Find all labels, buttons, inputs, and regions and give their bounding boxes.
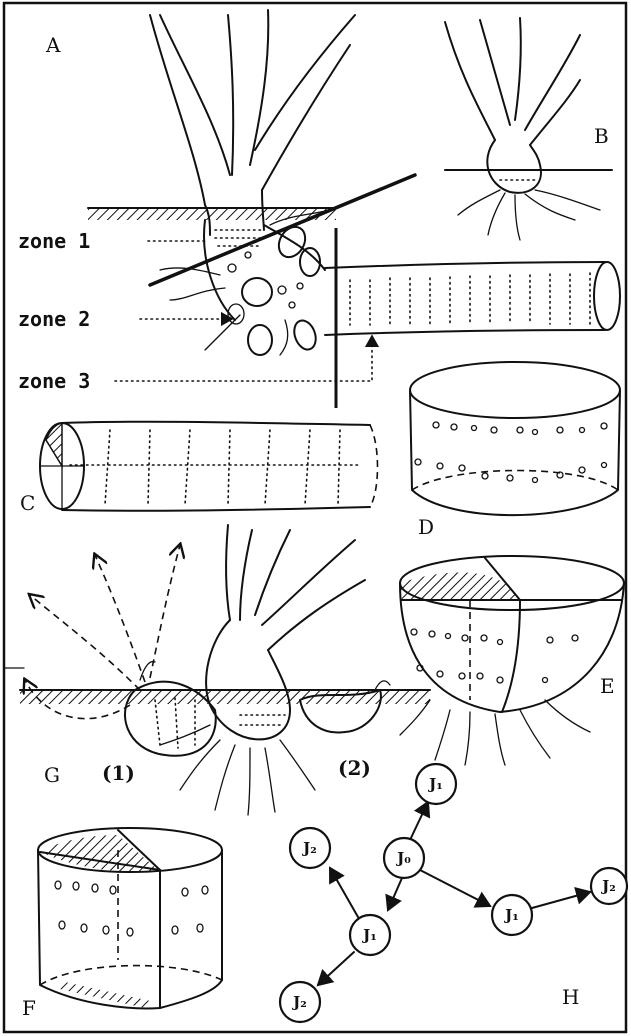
panel-d-disk <box>410 362 620 515</box>
panel-label-e: E <box>600 674 615 698</box>
svg-text:J₁: J₁ <box>503 906 519 924</box>
svg-text:J₂: J₂ <box>291 993 307 1011</box>
svg-text:J₁: J₁ <box>427 775 443 793</box>
svg-text:J₂: J₂ <box>301 839 317 857</box>
zone-2-label: zone 2 <box>18 307 90 331</box>
panel-label-f: F <box>22 996 36 1020</box>
panel-e-bowl <box>400 556 624 765</box>
panel-f-cylinder <box>38 828 222 1008</box>
svg-text:J₁: J₁ <box>361 926 377 944</box>
panel-label-b: B <box>594 124 609 148</box>
graph-node-j1-center: J₁ <box>350 915 390 955</box>
graph-node-j0: J₀ <box>384 838 424 878</box>
graph-node-j1-right: J₁ <box>492 895 532 935</box>
rhizome-1-label: (1) <box>102 761 135 785</box>
plate-border <box>4 3 626 1032</box>
panel-label-g: G <box>44 763 60 787</box>
zone-3-label: zone 3 <box>18 369 90 393</box>
graph-node-j2-upper-left: J₂ <box>290 828 330 868</box>
graph-node-j1-top: J₁ <box>416 764 456 804</box>
panel-h-graph <box>318 802 590 985</box>
panel-b-plant <box>445 18 612 240</box>
zone-1-label: zone 1 <box>18 229 90 253</box>
graph-node-j2-bottom: J₂ <box>280 982 320 1022</box>
svg-text:J₀: J₀ <box>395 849 411 867</box>
panel-label-h: H <box>562 985 579 1009</box>
panel-a-plant <box>88 10 620 408</box>
panel-label-c: C <box>20 491 35 515</box>
panel-label-d: D <box>418 515 434 539</box>
panel-label-a: A <box>45 33 61 57</box>
graph-node-j2-right: J₂ <box>591 868 627 904</box>
svg-text:J₂: J₂ <box>600 877 616 895</box>
rhizome-2-label: (2) <box>338 756 371 780</box>
panel-c-cylinder <box>40 422 378 511</box>
